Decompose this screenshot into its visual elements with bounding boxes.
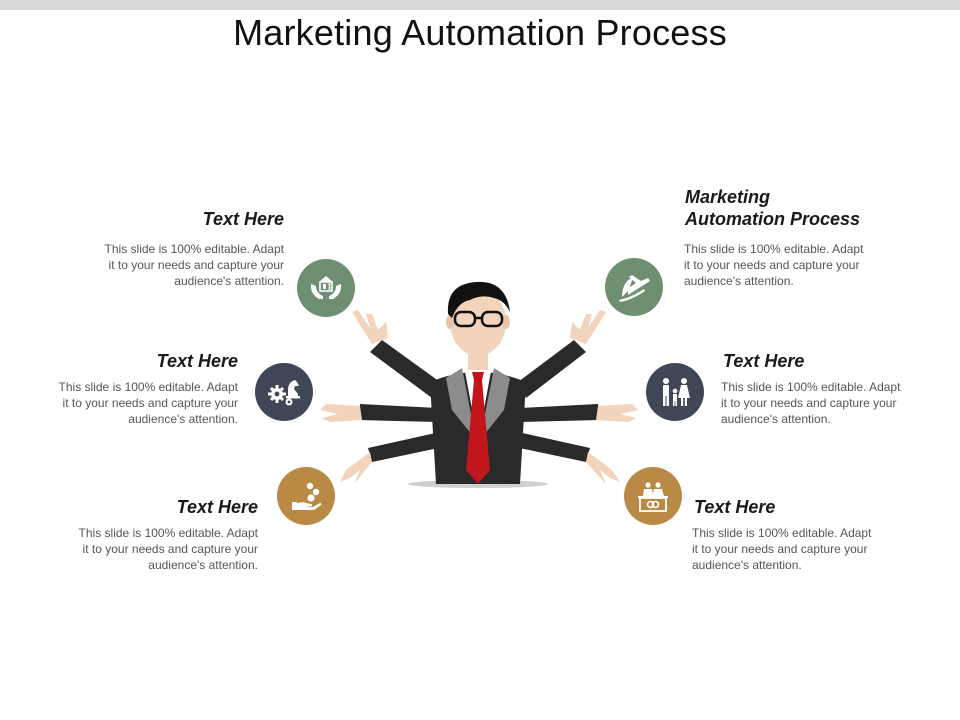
slide-title: Marketing Automation Process — [233, 12, 727, 53]
heading-line: Marketing — [685, 187, 771, 207]
desc-line: This slide is 100% editable. Adapt — [58, 380, 238, 394]
desc-line: it to your needs and capture your — [82, 542, 258, 556]
desc-line: This slide is 100% editable. Adapt — [104, 242, 284, 256]
airplane-takeoff-icon — [605, 258, 663, 316]
right-top-heading: Marketing Automation Process — [685, 186, 905, 230]
family-icon — [646, 363, 704, 421]
hand-coins-icon — [277, 467, 335, 525]
desc-line: it to your needs and capture your — [108, 258, 284, 272]
left-middle-heading: Text Here — [156, 351, 238, 371]
desc-line: it to your needs and capture your — [62, 396, 238, 410]
desc-line: audience's attention. — [174, 274, 284, 288]
right-top-description: This slide is 100% editable. Adapt it to… — [684, 241, 924, 289]
desc-line: audience's attention. — [148, 558, 258, 572]
desc-line: This slide is 100% editable. Adapt — [684, 242, 864, 256]
right-middle-heading: Text Here — [723, 351, 805, 371]
right-middle-description: This slide is 100% editable. Adapt it to… — [721, 379, 957, 427]
right-bottom-description: This slide is 100% editable. Adapt it to… — [692, 525, 932, 573]
hands-house-people-icon — [297, 259, 355, 317]
gears-chess-knight-icon — [255, 363, 313, 421]
desc-line: it to your needs and capture your — [692, 542, 868, 556]
right-bottom-heading: Text Here — [694, 497, 776, 517]
desc-line: audience's attention. — [721, 412, 831, 426]
left-bottom-heading: Text Here — [176, 497, 258, 517]
heading-line: Automation Process — [685, 209, 861, 229]
wedding-rings-couple-icon — [624, 467, 682, 525]
left-top-heading: Text Here — [202, 209, 284, 229]
left-top-description: This slide is 100% editable. Adapt it to… — [40, 241, 284, 289]
desc-line: it to your needs and capture your — [684, 258, 860, 272]
left-bottom-description: This slide is 100% editable. Adapt it to… — [18, 525, 258, 573]
desc-line: it to your needs and capture your — [721, 396, 897, 410]
desc-line: This slide is 100% editable. Adapt — [692, 526, 872, 540]
desc-line: audience's attention. — [684, 274, 794, 288]
desc-line: This slide is 100% editable. Adapt — [78, 526, 258, 540]
top-bar — [0, 0, 960, 10]
desc-line: audience's attention. — [128, 412, 238, 426]
desc-line: audience's attention. — [692, 558, 802, 572]
left-middle-description: This slide is 100% editable. Adapt it to… — [0, 379, 238, 427]
desc-line: This slide is 100% editable. Adapt — [721, 380, 901, 394]
